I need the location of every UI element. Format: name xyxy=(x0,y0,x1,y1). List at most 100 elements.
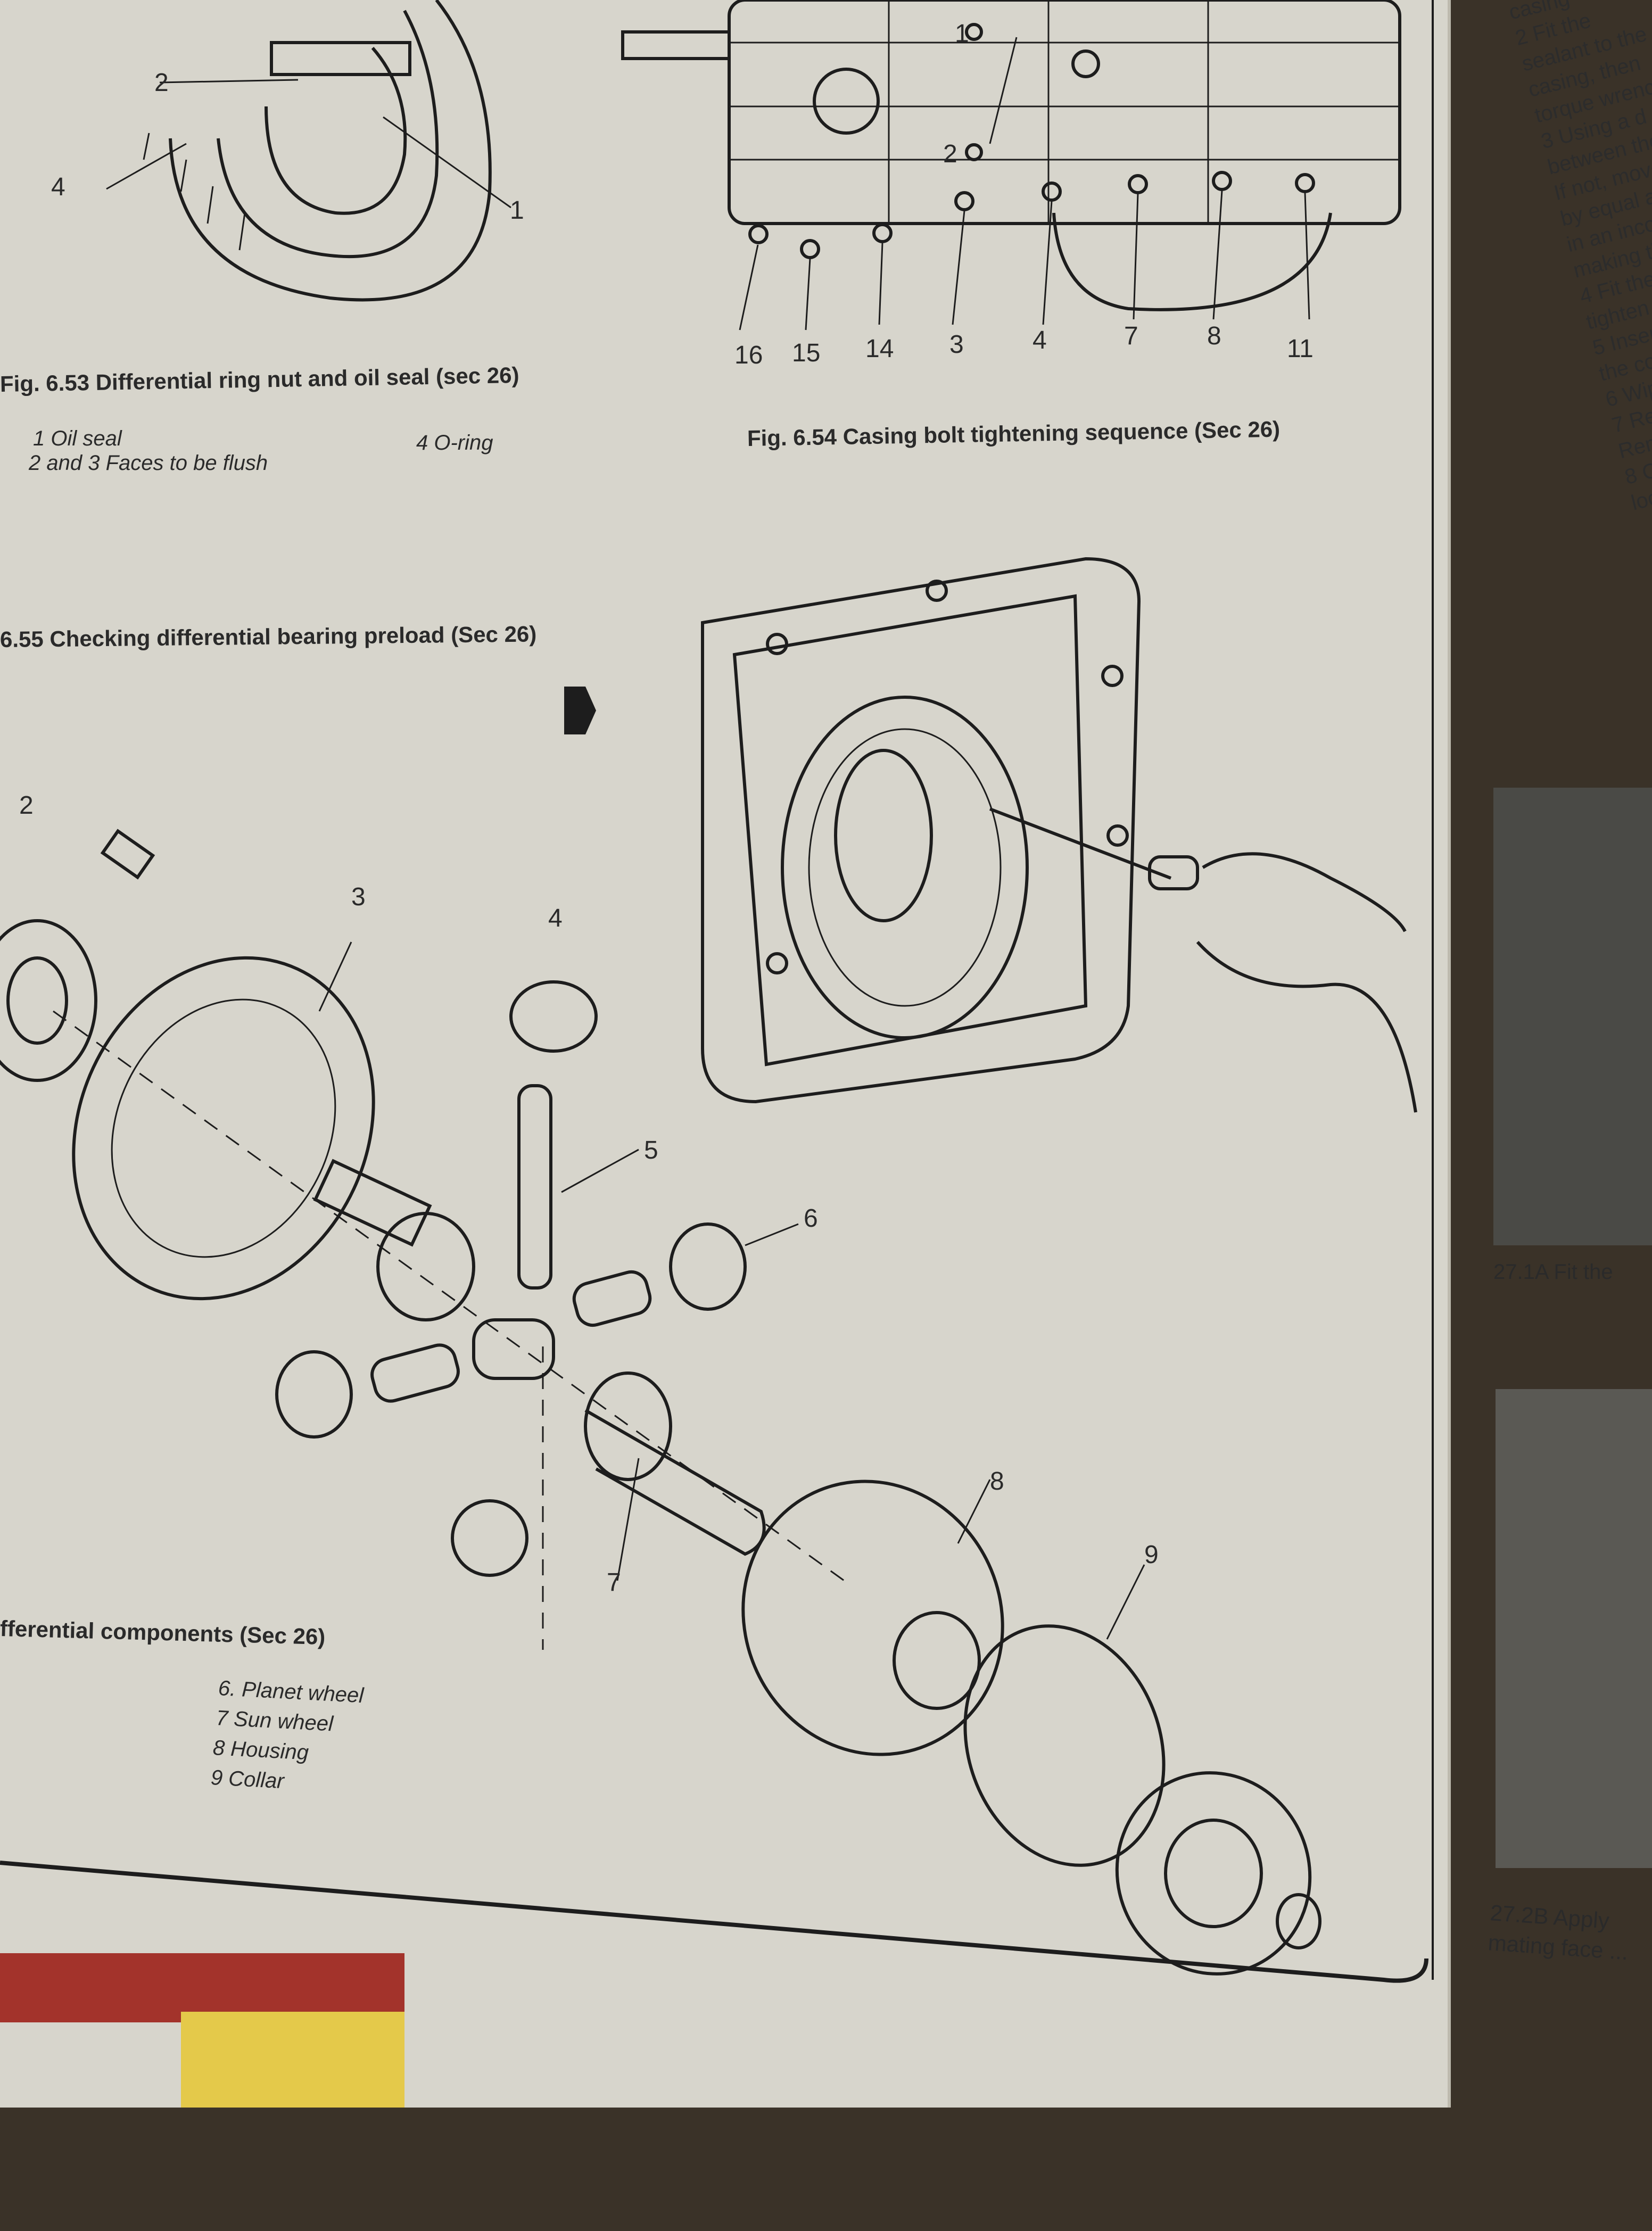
leader-15 xyxy=(805,258,811,330)
fig55-arrow-marker xyxy=(564,687,596,734)
fig56-drawing xyxy=(0,829,1321,1976)
manual-page: 2 4 1 Fig. 6.53 Differential ring nut an… xyxy=(0,0,1451,2108)
crown-wheel-3-teeth xyxy=(111,998,336,1258)
gearbox-casing-outline xyxy=(728,0,1401,225)
flange-hole xyxy=(766,633,788,655)
bearing-right-bore xyxy=(1164,1819,1263,1928)
gear-bottom xyxy=(451,1499,528,1577)
shaft-stub xyxy=(621,30,731,60)
flange-hole xyxy=(1101,665,1124,687)
fig56-callout-2: 2 xyxy=(19,791,34,820)
fig53-legend-23: 2 and 3 Faces to be flush xyxy=(29,451,268,475)
photo-27-1a xyxy=(1493,788,1652,1245)
fig53-drawing xyxy=(106,0,511,302)
bearing-2 xyxy=(0,919,97,1082)
leader-6 xyxy=(745,1223,799,1246)
book-cover-edge xyxy=(0,1953,404,2022)
fig55-drawing xyxy=(701,557,1417,1113)
spring-balance xyxy=(989,807,1172,880)
housing-8 xyxy=(741,1480,1004,1756)
bolt-8 xyxy=(1212,171,1232,191)
fig56-callout-9: 9 xyxy=(1144,1541,1159,1569)
fig53-legend-4: 4 O-ring xyxy=(416,431,493,455)
bolt-label-3: 3 xyxy=(949,330,964,359)
ring-nut-block xyxy=(270,41,411,76)
leader-16 xyxy=(739,244,759,330)
bolt-1 xyxy=(965,23,983,41)
leader-4 xyxy=(1042,201,1053,325)
sun-wheel-7 xyxy=(584,1371,672,1481)
fig53-callout-1: 1 xyxy=(510,196,524,225)
casing-inner xyxy=(732,594,1088,1067)
bellhousing-curve xyxy=(1052,212,1332,311)
bolt-4 xyxy=(1042,181,1062,202)
flange-hole xyxy=(926,580,948,602)
crown-wheel xyxy=(781,696,1029,1039)
fig56-callout-4: 4 xyxy=(548,904,563,932)
leader-1 xyxy=(383,116,511,209)
bolt-15 xyxy=(800,239,820,259)
spacer-right xyxy=(572,1270,652,1327)
fig53-callout-4: 4 xyxy=(51,173,65,201)
leader-3 xyxy=(318,941,352,1012)
flange-hole xyxy=(1106,824,1129,847)
leader-3 xyxy=(952,210,965,325)
oil-seal-ring-outline xyxy=(169,0,492,302)
fig56-callout-8: 8 xyxy=(990,1467,1004,1495)
gear-6 xyxy=(669,1222,747,1311)
differential-carrier xyxy=(834,749,933,922)
page-frame xyxy=(0,0,1434,1983)
fig56-callout-6: 6 xyxy=(804,1204,818,1233)
leader-7 xyxy=(1133,193,1139,320)
leader-8 xyxy=(1212,190,1223,320)
fig56-callout-7: 7 xyxy=(607,1568,621,1597)
collar-9 xyxy=(963,1624,1166,1867)
bolt-16 xyxy=(748,224,769,244)
centre-line xyxy=(53,1010,852,1587)
bolt-7 xyxy=(1128,174,1148,194)
fig56-callout-3: 3 xyxy=(351,883,366,911)
bolt-label-15: 15 xyxy=(792,339,821,367)
bolt-label-16: 16 xyxy=(734,341,763,369)
shaft-left xyxy=(313,1159,432,1247)
leader-14 xyxy=(878,242,883,325)
crown-wheel-3 xyxy=(72,956,375,1301)
casing-flange xyxy=(701,557,1141,1104)
gear-4 xyxy=(509,980,598,1053)
bolt-11 xyxy=(1295,173,1315,193)
centre-block xyxy=(472,1318,555,1380)
leader-8 xyxy=(957,1479,991,1544)
housing-8-bore xyxy=(893,1611,981,1710)
hand xyxy=(1196,852,1417,1113)
bolt-2 xyxy=(965,143,983,161)
balance-hook xyxy=(1148,855,1199,890)
bolt-label-7: 7 xyxy=(1124,322,1138,350)
gear-left-bottom xyxy=(275,1350,353,1439)
bolt-label-top-1: 1 xyxy=(955,20,969,48)
bottom-rule xyxy=(0,1861,1428,1983)
fig53-legend-1: 1 Oil seal xyxy=(33,427,122,450)
bearing-2-bore xyxy=(6,956,68,1045)
bolt-label-11: 11 xyxy=(1287,335,1314,363)
bolt-label-top-2: 2 xyxy=(943,140,957,168)
flange-hole xyxy=(766,952,788,974)
photo-27-1a-caption: 27.1A Fit the xyxy=(1493,1260,1613,1284)
photo-27-2b xyxy=(1496,1389,1652,1868)
bolt-hole xyxy=(1071,49,1100,78)
bolt-label-8: 8 xyxy=(1207,322,1221,350)
fig56-callout-5: 5 xyxy=(644,1136,658,1164)
spacer-left xyxy=(370,1343,460,1403)
ring-nut-outline xyxy=(265,47,407,215)
bolt-3 xyxy=(954,191,974,211)
bolt-14 xyxy=(872,223,893,243)
yellow-note xyxy=(181,2012,404,2108)
leader-2 xyxy=(159,79,299,84)
crown-wheel-teeth xyxy=(808,728,1002,1007)
leader-9 xyxy=(1106,1564,1145,1640)
bolt-label-14: 14 xyxy=(865,335,894,363)
circlip xyxy=(1276,1893,1321,1949)
bolt xyxy=(100,829,155,880)
fig54-drawing xyxy=(621,0,1401,330)
pin-5 xyxy=(517,1084,552,1290)
shaft-boss xyxy=(813,68,880,135)
